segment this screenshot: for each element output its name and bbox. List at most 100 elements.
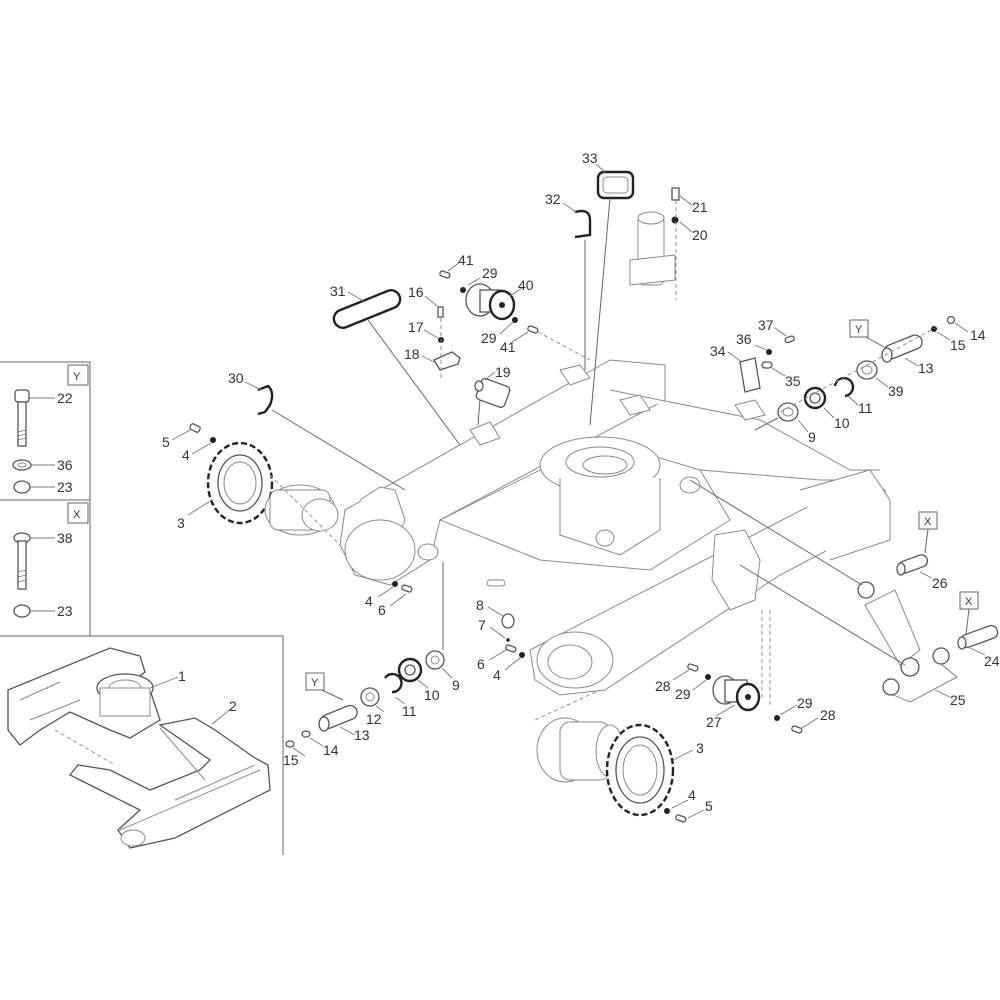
bolt-37-icon xyxy=(784,335,795,344)
callout-9-lower: 9 xyxy=(452,677,460,693)
track-roller-27-icon xyxy=(712,675,761,712)
callout-31: 31 xyxy=(330,283,346,299)
washer-4-bottom-icon xyxy=(664,808,670,814)
callout-29-c: 29 xyxy=(675,686,691,702)
callout-36-panel: 36 xyxy=(57,457,73,473)
track-guide-31-icon xyxy=(332,289,402,329)
washer-20-icon xyxy=(671,216,679,224)
callout-4-mid: 4 xyxy=(365,593,373,609)
callout-20: 20 xyxy=(692,227,708,243)
callout-3-upper: 3 xyxy=(177,515,185,531)
callout-9-upper: 9 xyxy=(808,429,816,445)
callout-32: 32 xyxy=(545,191,561,207)
detail-panel-y-tag-box xyxy=(67,364,89,386)
callout-22: 22 xyxy=(57,390,73,406)
callout-2: 2 xyxy=(229,698,237,714)
callout-29-d: 29 xyxy=(797,695,813,711)
callout-36: 36 xyxy=(736,331,752,347)
nut-15-lower-icon xyxy=(285,740,295,748)
detail-panel-y: Y 22 36 23 xyxy=(0,361,91,501)
callout-6-lower: 6 xyxy=(477,656,485,672)
callout-39: 39 xyxy=(888,383,904,399)
tag-y-lower: Y xyxy=(311,677,319,689)
callout-5-lower: 5 xyxy=(705,798,713,814)
tag-x-26: X xyxy=(924,516,932,528)
callout-14-upper: 14 xyxy=(970,327,986,343)
lower-frame-2-icon xyxy=(68,717,271,849)
callout-21: 21 xyxy=(692,199,708,215)
sprocket-upper-3-icon xyxy=(206,441,274,525)
detail-panel-x-tag-box xyxy=(67,502,89,524)
callout-19: 19 xyxy=(495,364,511,380)
bolt-41-b-icon xyxy=(527,325,539,334)
main-frame xyxy=(339,359,891,696)
callout-10-lower: 10 xyxy=(424,687,440,703)
callout-34: 34 xyxy=(710,343,726,359)
callout-8: 8 xyxy=(476,597,484,613)
tag-x-24: X xyxy=(965,596,973,608)
callout-11-lower: 11 xyxy=(402,703,417,719)
callout-26: 26 xyxy=(932,575,948,591)
callout-29-a: 29 xyxy=(482,265,498,281)
bolt-41-a-icon xyxy=(439,270,451,279)
bolt-6-mid-icon xyxy=(401,584,413,593)
callout-15-upper: 15 xyxy=(950,337,966,353)
washer-36-panel-icon xyxy=(12,459,32,471)
callout-37: 37 xyxy=(758,317,774,333)
nut-14-upper-icon xyxy=(946,315,956,325)
detail-panel-x: X 38 23 xyxy=(0,499,91,636)
callout-41-b: 41 xyxy=(500,339,516,355)
assembly-inset-frame xyxy=(0,635,284,855)
carrier-roller-40-icon xyxy=(465,283,516,321)
plate-34-icon xyxy=(739,357,761,393)
callout-38: 38 xyxy=(57,530,73,546)
washer-29-b-icon xyxy=(512,317,518,323)
bolt-21-icon xyxy=(671,187,680,201)
bushing-10-upper-icon xyxy=(803,386,827,410)
callout-33: 33 xyxy=(582,150,598,166)
pin-13-lower-icon xyxy=(318,704,358,732)
callout-13-lower: 13 xyxy=(354,727,370,743)
callout-4-upper: 4 xyxy=(182,447,190,463)
callout-18: 18 xyxy=(404,346,420,362)
callout-28-b: 28 xyxy=(820,707,836,723)
callout-17: 17 xyxy=(408,319,424,335)
sprocket-lower-3-icon xyxy=(605,723,675,817)
callout-1: 1 xyxy=(178,668,186,684)
callout-40: 40 xyxy=(518,277,534,293)
track-guide-33-icon xyxy=(596,170,635,200)
link-25-icon xyxy=(857,581,950,696)
bolt-6-lower-icon xyxy=(505,644,517,653)
callout-25: 25 xyxy=(950,692,966,708)
callout-4-lower: 4 xyxy=(493,667,501,683)
nut-23-y-icon xyxy=(13,480,31,494)
pin-24-icon xyxy=(957,624,999,650)
nut-35-icon xyxy=(761,361,773,369)
seal-9-lower-icon xyxy=(425,650,445,670)
callout-28-a: 28 xyxy=(655,678,671,694)
bolt-16-icon xyxy=(437,306,444,318)
pin-19-icon xyxy=(474,378,511,408)
bolt-5-lower-icon xyxy=(675,814,687,823)
callout-14-lower: 14 xyxy=(323,742,339,758)
bushing-10-lower-icon xyxy=(397,657,423,683)
callout-29-b: 29 xyxy=(481,330,497,346)
tag-y-lower-box xyxy=(305,672,325,691)
callout-41-a: 41 xyxy=(458,252,474,268)
pin-13-upper-icon xyxy=(881,334,923,363)
detail-panel-x-frame xyxy=(0,499,91,636)
tag-y-upper: Y xyxy=(855,324,863,336)
washer-4-lower-icon xyxy=(519,652,525,658)
pin-26-icon xyxy=(896,554,929,576)
callout-16: 16 xyxy=(408,284,424,300)
ball-7-icon xyxy=(506,638,510,642)
swivel-joint-icon xyxy=(629,211,676,286)
tag-y-upper-box xyxy=(849,319,869,338)
callout-24: 24 xyxy=(984,653,1000,669)
callout-23-x: 23 xyxy=(57,603,73,619)
upper-frame-1-icon xyxy=(7,647,161,746)
callout-11-upper: 11 xyxy=(858,400,873,416)
snap-ring-11-lower-icon xyxy=(384,672,403,694)
washer-29-a-icon xyxy=(460,287,466,293)
assembly-inset: 1 2 xyxy=(0,635,284,855)
